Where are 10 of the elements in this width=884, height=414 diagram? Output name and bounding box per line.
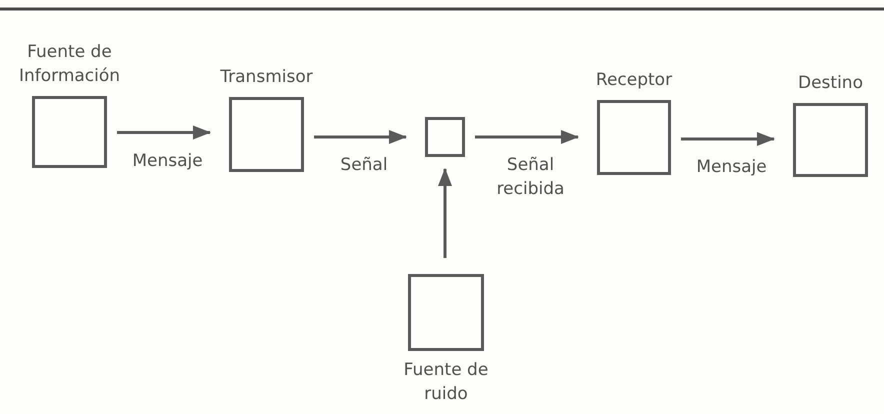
arrow	[314, 130, 407, 144]
block-heading: Fuente de Información	[18, 41, 122, 88]
block-heading: Destino	[797, 72, 864, 95]
block-heading: Receptor	[594, 69, 674, 92]
arrow	[438, 168, 452, 258]
arrow	[681, 132, 775, 146]
arrow	[475, 130, 579, 144]
block-heading: Fuente de ruido	[402, 359, 490, 406]
arrow	[117, 126, 211, 140]
block-heading: Transmisor	[219, 66, 314, 89]
